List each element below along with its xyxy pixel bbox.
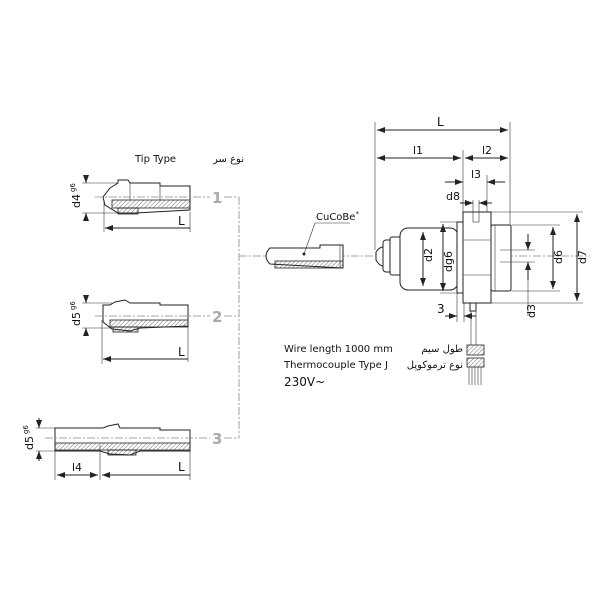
dim-d7: d7: [576, 250, 589, 264]
dim-d8: d8: [446, 190, 460, 203]
tip-3: d5g6 l4 L 3: [22, 418, 239, 480]
dim-l3: l3: [471, 168, 481, 181]
tip-2-length: L: [178, 345, 185, 359]
dim-l2: l2: [482, 144, 492, 157]
wire-length-label: Wire length 1000 mm: [284, 344, 393, 355]
dim-l1: l1: [413, 144, 423, 157]
tip-3-l4: l4: [72, 461, 82, 474]
voltage-label: 230V~: [284, 375, 325, 389]
material-label: CuCoBe*: [316, 210, 359, 223]
dim-dg6: dg6: [442, 251, 455, 272]
tip-1: d4g6 L 1: [69, 175, 239, 232]
tip-2: d5g6 L 2: [69, 295, 239, 364]
tip-type-title: Tip Type: [134, 154, 176, 165]
tip-1-length: L: [178, 214, 185, 228]
tip-3-number: 3: [212, 430, 222, 448]
tip-type-title-fa: نوع سر: [212, 154, 244, 165]
tip-2-number: 2: [212, 308, 222, 326]
thermocouple-wire: [466, 311, 485, 385]
tip-3-diameter: d5g6: [22, 425, 36, 450]
tip-1-diameter: d4g6: [69, 183, 83, 208]
dim-d6: d6: [552, 250, 565, 264]
dim-d2: d2: [422, 248, 435, 262]
cucobe-tip: CuCoBe*: [265, 210, 359, 269]
dimensions: L l1 l2 l3 d8 d2 dg6 d6 d7 d3 3: [374, 115, 589, 322]
dim-L: L: [437, 115, 444, 129]
dim-d3: d3: [525, 304, 538, 318]
tip-2-diameter: d5g6: [69, 301, 83, 326]
tip-1-number: 1: [212, 189, 222, 207]
tip-3-length: L: [178, 460, 185, 474]
thermocouple-label-fa: نوع ترموکوپل: [407, 360, 463, 371]
dim-3: 3: [437, 302, 445, 316]
thermocouple-label: Thermocouple Type J: [283, 360, 388, 371]
wire-length-label-fa: طول سیم: [421, 344, 463, 355]
